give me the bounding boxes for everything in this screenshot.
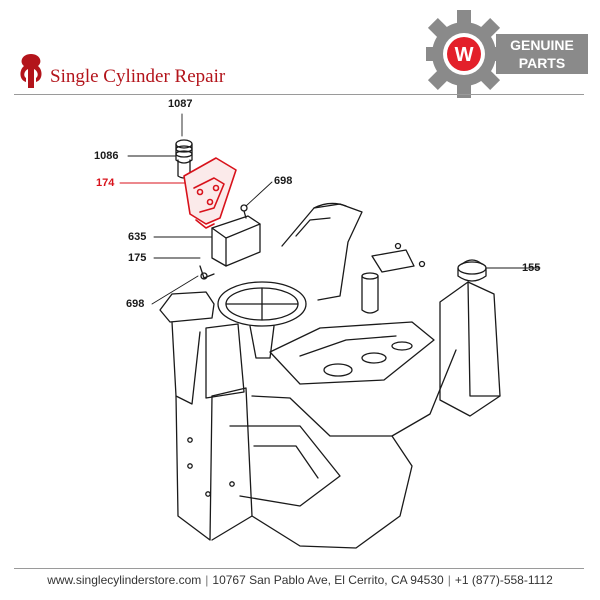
callout-label: 1087 [168, 98, 193, 110]
parts-diagram [119, 113, 541, 549]
display-panel-part [199, 215, 261, 280]
callout-label: 698 [274, 175, 293, 187]
callout-label: 175 [128, 252, 147, 264]
gear-icon: W [426, 10, 508, 98]
header-divider [14, 94, 584, 95]
callout-label: 698 [126, 298, 145, 310]
brand-name: Single Cylinder Repair [50, 66, 226, 87]
callout-label: 635 [128, 231, 147, 243]
badge-line-2: PARTS [519, 55, 565, 71]
footer-phone[interactable]: +1 (877)-558-1112 [454, 573, 553, 587]
part-174-bracket [183, 157, 237, 229]
machine-chassis [159, 202, 501, 549]
footer-address: 10767 San Pablo Ave, El Cerrito, CA 9453… [212, 573, 444, 587]
callout-label-highlighted: 174 [96, 177, 115, 189]
fuel-cap-part [457, 259, 487, 282]
callout-label: 155 [522, 262, 541, 274]
footer-divider [14, 568, 584, 569]
footer-website-link[interactable]: www.singlecylinderstore.com [47, 573, 202, 587]
leader-lines [119, 113, 541, 305]
badge-letter: W [455, 44, 474, 66]
badge-line-1: GENUINE [510, 37, 574, 53]
callout-label: 1086 [94, 150, 119, 162]
genuine-parts-badge: W GENUINE PARTS [426, 10, 588, 98]
brand-logo-icon [20, 54, 42, 88]
footer-contact: www.singlecylinderstore.com|10767 San Pa… [47, 573, 553, 587]
